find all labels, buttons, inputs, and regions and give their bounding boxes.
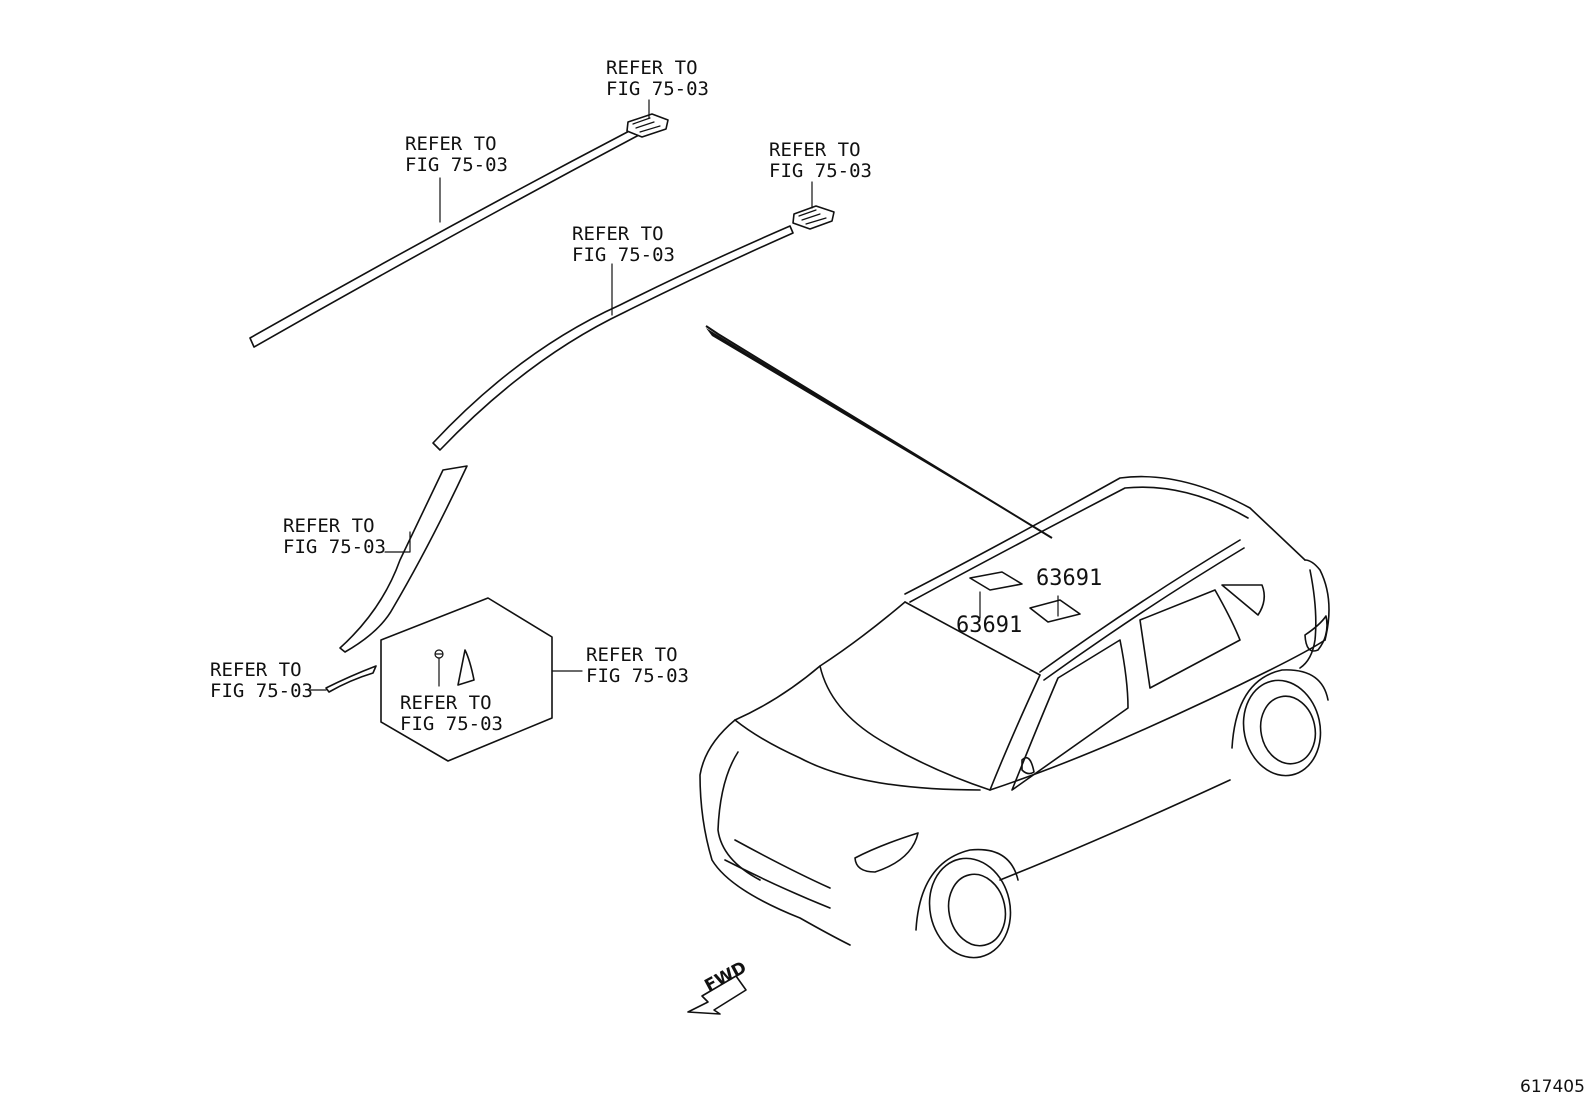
refer-line1: REFER TO <box>405 133 497 155</box>
roof-moulding-clip-right <box>792 205 835 230</box>
refer-line1: REFER TO <box>606 57 698 79</box>
refer-line2: FIG 75-03 <box>572 244 675 266</box>
refer-line2: FIG 75-03 <box>283 536 386 558</box>
label-refer-1: REFER TO FIG 75-03 <box>606 57 709 100</box>
roof-moulding-right <box>432 225 794 451</box>
pointer-wedge <box>705 325 1053 539</box>
label-refer-5: REFER TO FIG 75-03 <box>283 515 386 558</box>
label-refer-3: REFER TO FIG 75-03 <box>769 139 872 182</box>
figure-id: 617405 <box>1520 1077 1585 1097</box>
hexagon-callout <box>380 597 553 762</box>
roof-moulding-clip-top <box>626 113 669 138</box>
label-refer-8: REFER TO FIG 75-03 <box>400 692 503 735</box>
label-refer-7: REFER TO FIG 75-03 <box>586 644 689 687</box>
leader-lines <box>309 99 813 691</box>
car-body <box>699 475 1330 959</box>
fwd-arrow-icon: FWD <box>687 958 750 1015</box>
pillar-garnish <box>339 465 468 653</box>
lower-moulding-piece <box>325 665 377 693</box>
refer-line1: REFER TO <box>210 659 302 681</box>
refer-line2: FIG 75-03 <box>606 78 709 100</box>
part-number-upper: 63691 <box>1036 566 1102 591</box>
label-refer-2: REFER TO FIG 75-03 <box>405 133 508 176</box>
refer-line2: FIG 75-03 <box>769 160 872 182</box>
label-refer-6: REFER TO FIG 75-03 <box>210 659 313 702</box>
refer-line1: REFER TO <box>572 223 664 245</box>
refer-line1: REFER TO <box>769 139 861 161</box>
label-refer-4: REFER TO FIG 75-03 <box>572 223 675 266</box>
refer-line1: REFER TO <box>283 515 375 537</box>
refer-line2: FIG 75-03 <box>586 665 689 687</box>
refer-line2: FIG 75-03 <box>405 154 508 176</box>
refer-line1: REFER TO <box>586 644 678 666</box>
roof-label-parts <box>969 571 1081 623</box>
refer-line1: REFER TO <box>400 692 492 714</box>
part-number-lower: 63691 <box>956 613 1022 638</box>
refer-line2: FIG 75-03 <box>210 680 313 702</box>
refer-line2: FIG 75-03 <box>400 713 503 735</box>
